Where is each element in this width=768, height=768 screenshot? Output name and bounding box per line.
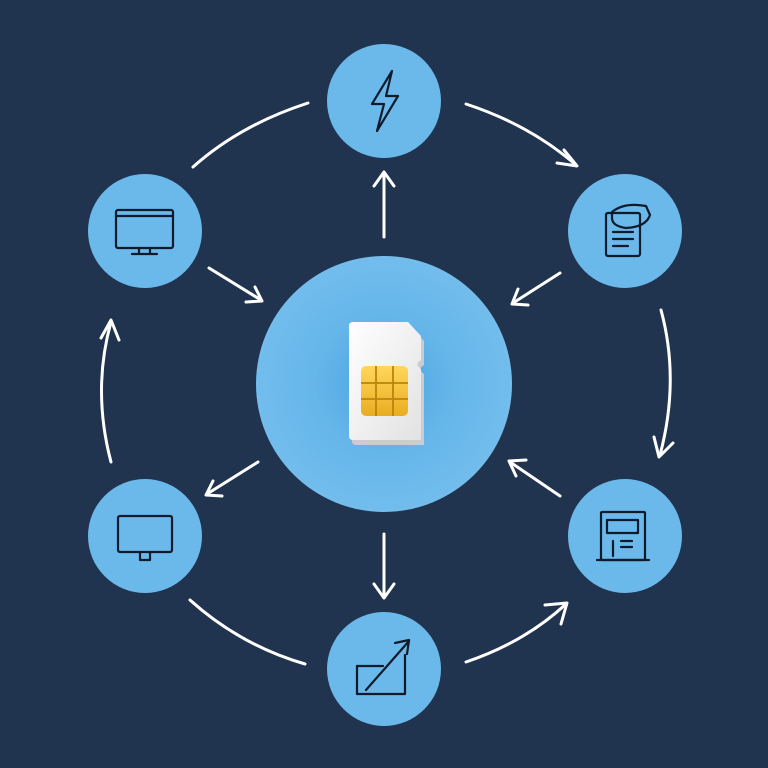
radial-hub-to-lower-left — [205, 460, 260, 496]
ring-arc-upper-left-to-top — [191, 101, 310, 169]
ring-arc-bottom-to-lower-right — [464, 602, 568, 664]
arrowhead-upper-right-in — [555, 148, 579, 168]
node-lower-right — [568, 479, 682, 593]
arrowhead-hub-from-lower-right — [507, 458, 528, 478]
node-top-circle — [327, 44, 441, 158]
node-top — [327, 44, 441, 158]
ring-arc-lower-left-to-bottom — [188, 598, 307, 666]
arrowhead-lower-right-from-bottom — [543, 601, 569, 626]
node-upper-right — [568, 174, 682, 288]
arrowhead-hub-from-upper-left — [244, 285, 264, 304]
radial-lower-right-to-hub — [508, 460, 562, 498]
sim-chip — [361, 366, 408, 416]
arrowhead-hub-from-upper-right — [510, 287, 530, 307]
node-lower-left-circle — [88, 479, 202, 593]
node-lower-right-circle — [568, 479, 682, 593]
radial-connectors — [204, 170, 562, 600]
arrowhead-lower-right-in — [652, 435, 675, 459]
monitor-icon — [116, 514, 174, 562]
arrowhead-lower-left-in — [204, 479, 224, 498]
node-lower-left — [88, 479, 202, 593]
ring-arc-top-to-upper-right — [464, 102, 578, 167]
radial-upper-left-to-hub — [207, 266, 263, 302]
arrowhead-top-in — [372, 170, 396, 188]
node-upper-left-circle — [88, 174, 202, 288]
ring-connectors — [99, 101, 675, 666]
radial-upper-right-to-hub — [511, 271, 562, 305]
arrowhead-bottom-in — [372, 582, 396, 600]
kiosk-terminal-icon — [595, 510, 651, 562]
document-stack-icon — [604, 203, 652, 258]
lightning-bolt-icon — [370, 69, 400, 133]
arrowhead-upper-left-in — [99, 318, 121, 342]
growth-chart-icon — [355, 638, 411, 696]
node-upper-left — [88, 174, 202, 288]
node-bottom — [327, 612, 441, 726]
ring-arc-upper-right-to-lower-right — [658, 308, 672, 457]
sim-card-icon — [349, 322, 424, 445]
desktop-monitor-icon — [114, 208, 175, 256]
hub-node — [256, 256, 512, 512]
ring-arc-lower-left-to-upper-left — [100, 320, 113, 464]
